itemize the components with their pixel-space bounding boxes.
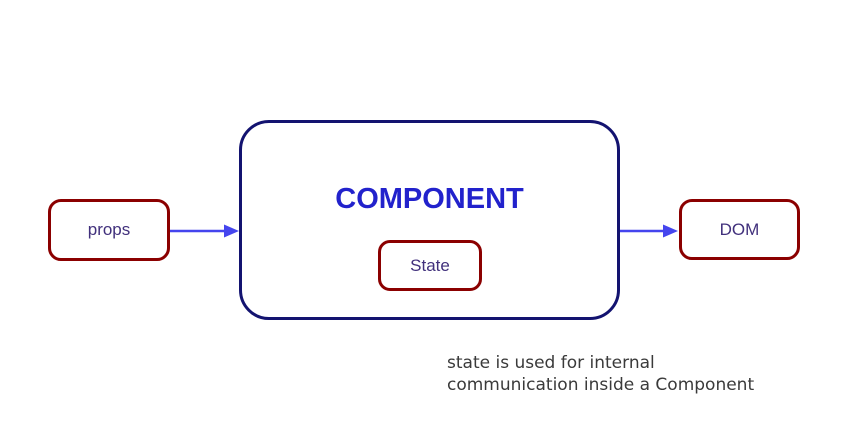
props-label: props <box>87 220 131 239</box>
dom-box: DOM <box>679 199 800 260</box>
right-arrow-icon <box>170 224 239 238</box>
component-title: COMPONENT <box>335 183 524 215</box>
dom-label: DOM <box>719 219 760 239</box>
arrow-props-to-component <box>170 221 239 246</box>
component-box <box>239 120 620 320</box>
arrow-component-to-dom <box>620 221 678 246</box>
caption-line-2: communication inside a Component <box>447 374 755 395</box>
props-box: props <box>48 199 170 261</box>
state-label: State <box>410 255 450 275</box>
caption-line-1: state is used for internal <box>447 353 655 373</box>
caption: state is used for internal communication… <box>447 353 754 396</box>
right-arrow-icon <box>620 224 678 238</box>
state-box: State <box>378 240 482 291</box>
